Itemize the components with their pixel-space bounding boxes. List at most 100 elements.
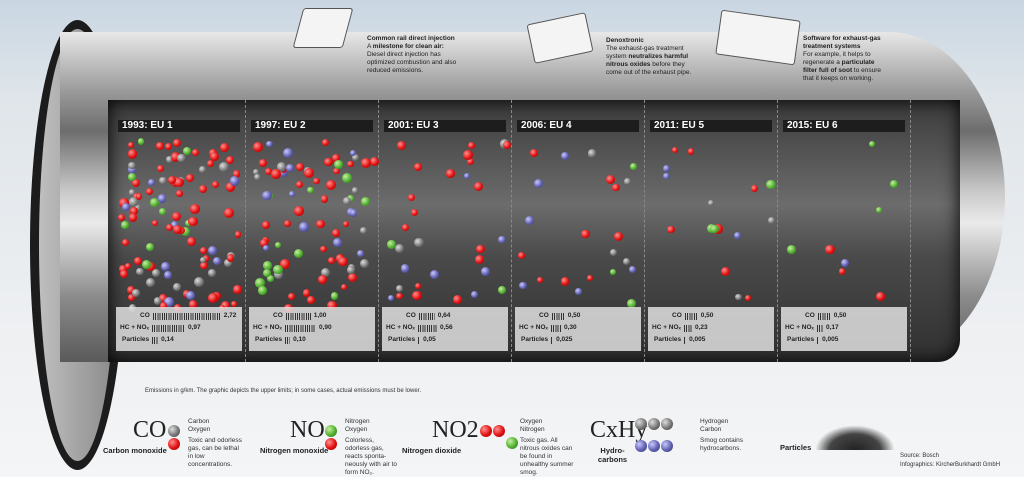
molecule-atom: [164, 270, 172, 279]
molecule-atom: [304, 167, 314, 178]
molecule-atom: [627, 298, 637, 308]
molecule-atom: [226, 254, 235, 262]
molecule-atom: [624, 178, 631, 185]
molecule-atom: [120, 270, 129, 279]
molecule-atom: [332, 154, 341, 163]
molecule-atom: [586, 274, 593, 281]
molecule-atom: [402, 223, 410, 231]
molecule-atom: [387, 295, 394, 302]
molecule-atom: [609, 268, 617, 275]
molecule-atom: [226, 155, 235, 164]
molecule-atom: [560, 152, 569, 161]
particles-value: 0,10: [293, 336, 306, 343]
molecule-atom: [517, 252, 525, 259]
molecule-atom: [198, 185, 207, 194]
molecule-atom: [258, 158, 267, 167]
molecule-atom: [473, 181, 484, 192]
molecule-atom: [199, 256, 207, 264]
co-bar: [418, 312, 435, 320]
molecule-atom: [262, 260, 272, 270]
molecule-atom: [275, 242, 282, 249]
molecule-atom: [200, 261, 208, 270]
hcnox-bar: [417, 324, 437, 332]
molecule-atom: [787, 245, 797, 255]
hcnox-value: 0,90: [318, 324, 332, 331]
molecule-atom: [400, 264, 410, 273]
legend-atom: [635, 418, 647, 430]
molecule-atom: [839, 268, 846, 275]
molecule-atom: [176, 153, 186, 163]
molecule-atom: [325, 179, 336, 190]
co-label: CO: [273, 312, 283, 319]
molecule-atom: [131, 178, 141, 188]
molecule-atom: [173, 224, 183, 235]
legend-name: Hydro-carbons: [597, 446, 628, 464]
molecule-atom: [233, 284, 242, 294]
molecule-atom: [260, 239, 269, 248]
molecule-atom: [307, 187, 314, 194]
particles-bar: [817, 336, 820, 344]
molecule-atom: [145, 187, 154, 196]
molecule-atom: [130, 207, 138, 215]
molecule-atom: [534, 178, 544, 188]
co-value: 2,72: [223, 312, 237, 319]
molecule-atom: [735, 293, 742, 301]
molecule-atom: [359, 259, 369, 269]
molecule-atom: [150, 198, 159, 207]
molecule-atom: [191, 148, 200, 156]
molecule-atom: [295, 181, 303, 189]
molecule-atom: [587, 149, 597, 159]
molecule-atom: [151, 220, 158, 227]
particles-label: Particles: [255, 336, 283, 343]
molecule-atom: [575, 288, 582, 295]
molecule-atom: [125, 262, 132, 269]
molecule-atom: [132, 289, 141, 297]
molecule-atom: [288, 292, 296, 300]
molecule-atom: [360, 196, 370, 206]
co-bar: [817, 312, 831, 320]
molecule-atom: [349, 208, 358, 217]
molecule-atom: [324, 158, 333, 167]
molecule-atom: [137, 138, 145, 145]
molecule-atom: [470, 290, 479, 299]
molecule-atom: [316, 219, 325, 229]
molecule-atom: [351, 187, 359, 194]
hcnox-value: 0,97: [187, 324, 201, 331]
molecule-atom: [609, 249, 617, 256]
hcnox-label: HC + NOₓ: [386, 324, 415, 331]
molecule-atom: [194, 277, 205, 288]
molecule-atom: [318, 274, 327, 284]
molecule-atom: [662, 164, 671, 172]
molecule-atom: [160, 262, 170, 271]
molecule-atom: [663, 172, 670, 180]
molecule-atom: [614, 232, 624, 242]
legend-atom: [648, 440, 660, 452]
legend-atom: [168, 425, 180, 437]
molecule-atom: [671, 146, 679, 154]
co-value: 0,50: [833, 312, 847, 319]
legend-atom-label: Oxygen: [520, 418, 543, 425]
molecule-atom: [307, 296, 315, 305]
molecule-atom: [189, 204, 200, 215]
molecule-atom: [254, 173, 261, 181]
particles-label: Particles: [787, 336, 815, 343]
molecule-atom: [333, 237, 343, 247]
hcnox-value: 0,56: [439, 324, 453, 331]
molecule-atom: [412, 290, 423, 301]
co-value: 0,50: [700, 312, 714, 319]
molecule-atom: [229, 176, 239, 186]
particles-bar: [285, 336, 291, 344]
molecule-atom: [629, 266, 636, 273]
particles-pile: [815, 425, 895, 450]
molecule-atom: [751, 184, 758, 192]
molecule-atom: [211, 180, 219, 188]
molecule-atom: [223, 259, 232, 268]
molecule-atom: [258, 286, 267, 296]
molecule-atom: [415, 283, 422, 290]
legend-name: Nitrogen monoxide: [260, 446, 329, 455]
molecule-atom: [414, 237, 424, 247]
molecule-atom: [208, 293, 219, 303]
molecule-atom: [446, 169, 455, 179]
